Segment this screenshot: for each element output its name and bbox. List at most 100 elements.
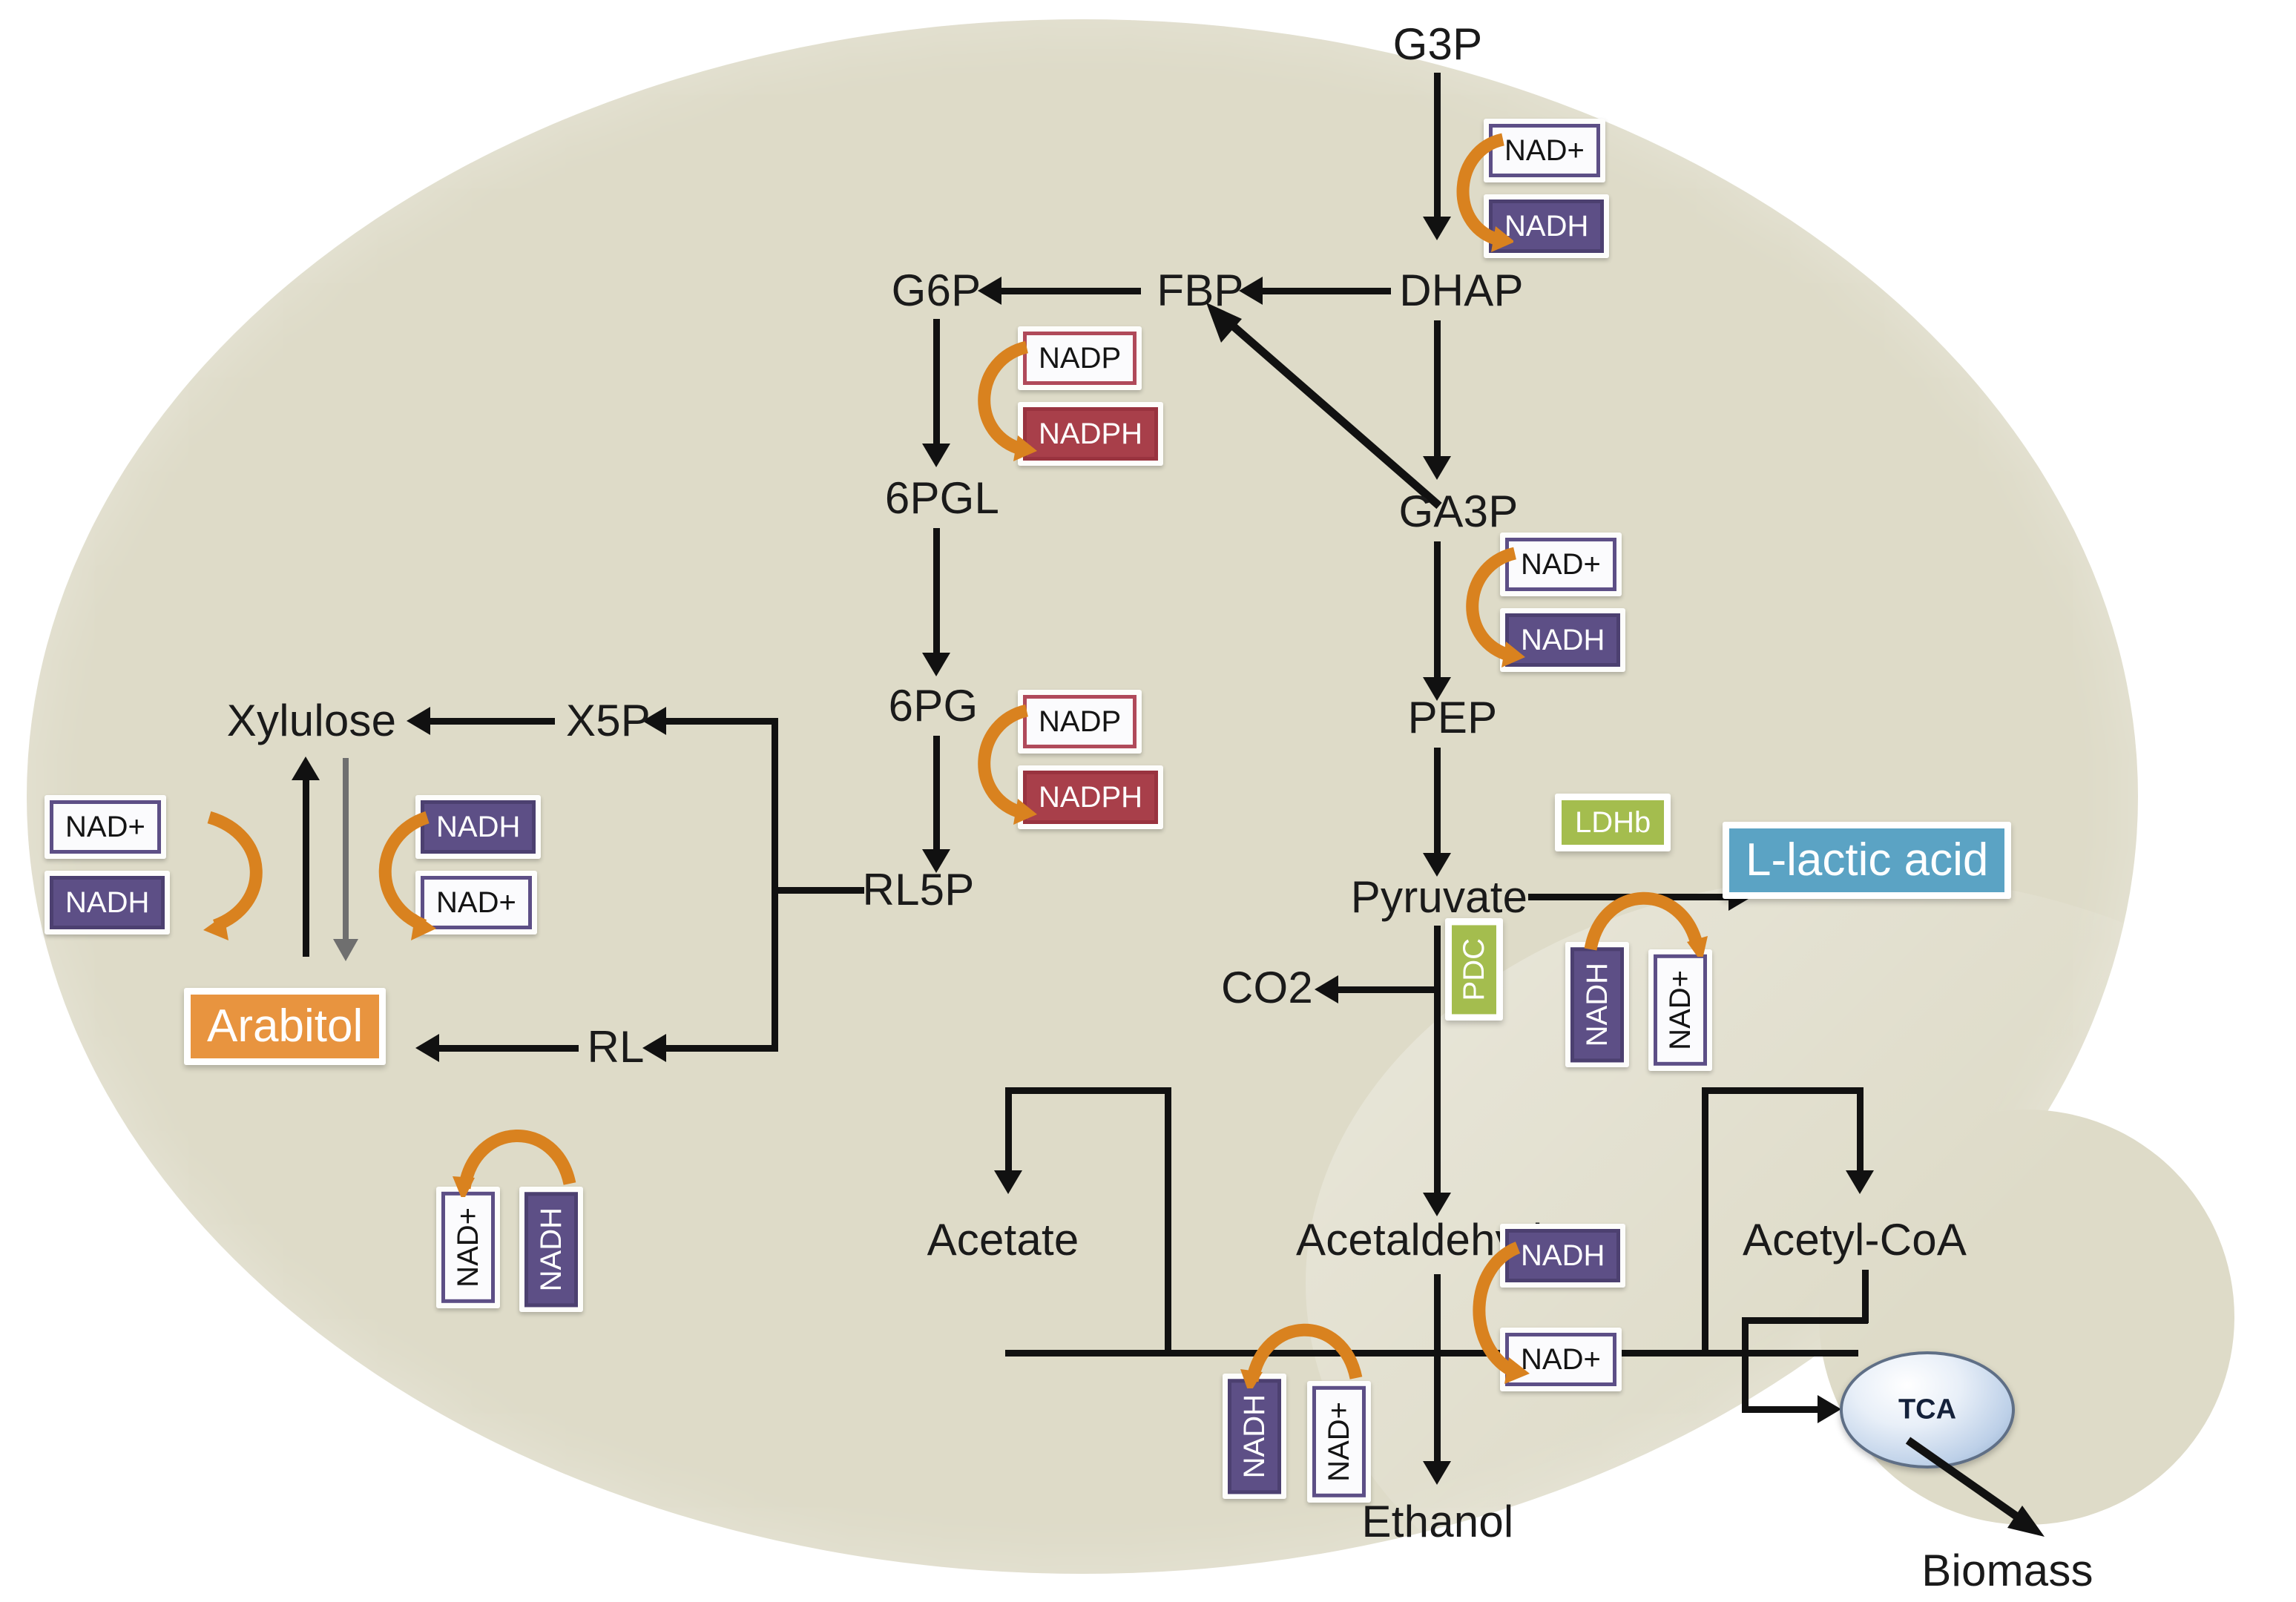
arrow-x5p-head xyxy=(642,707,666,735)
arrow-g3p-dhap-head xyxy=(1423,217,1451,240)
arrow-acetaldehyde-ethanol-shaft xyxy=(1434,1274,1441,1467)
tca-connector-across xyxy=(1742,1317,1868,1324)
arrow-acetylcoa-head xyxy=(1846,1170,1874,1194)
metabolite-co2: CO2 xyxy=(1221,963,1313,1012)
tca-connector-drop xyxy=(1742,1317,1749,1412)
cofactor-nad-plus-xylulose-left: NAD+ xyxy=(45,795,166,859)
arrow-xylulose-arabitol-shaft xyxy=(343,758,349,943)
metabolite-ethanol: Ethanol xyxy=(1361,1497,1514,1546)
acetate-drop xyxy=(1005,1087,1012,1176)
arrow-6pgl-6pg-head xyxy=(922,653,950,676)
rl5p-branch-trunk xyxy=(772,718,778,1052)
branch-to-rl xyxy=(664,1045,775,1052)
arrow-arabitol-xylulose-shaft xyxy=(303,779,309,957)
arrow-g6p-6pgl-shaft xyxy=(933,319,940,449)
co2-branch-riser xyxy=(1434,955,1441,992)
cofactor-nadh-rl: NADH xyxy=(519,1187,583,1313)
arrow-dhap-fbp-head xyxy=(1239,277,1263,305)
cofactor-curve-ga3p xyxy=(1466,547,1525,668)
arrow-xylulose-arabitol-head xyxy=(333,939,358,961)
cofactor-nad-plus-g3p: NAD+ xyxy=(1484,119,1605,182)
cofactor-nadh-xylulose-left: NADH xyxy=(45,871,171,934)
metabolite-ga3p: GA3P xyxy=(1398,487,1519,536)
metabolite-acetyl-coa: Acetyl-CoA xyxy=(1742,1215,1967,1265)
metabolite-pep: PEP xyxy=(1407,693,1498,742)
cofactor-nadp-6pg: NADP xyxy=(1018,690,1142,754)
cofactor-nad-plus-rl: NAD+ xyxy=(436,1187,500,1308)
cofactor-nadh-xylulose-right: NADH xyxy=(415,795,542,859)
metabolite-biomass: Biomass xyxy=(1921,1546,2093,1595)
acetate-riser xyxy=(1165,1090,1171,1356)
cofactor-curve-ethanol xyxy=(1473,1242,1530,1384)
cofactor-nad-plus-xylulose-right: NAD+ xyxy=(415,871,537,934)
arrow-rl-head xyxy=(642,1034,666,1062)
arrow-rl-arabitol-shaft xyxy=(438,1045,579,1052)
arrow-6pg-rl5p-head xyxy=(922,849,950,873)
arrow-co2-head xyxy=(1315,975,1338,1003)
cofactor-curve-6pg xyxy=(978,704,1037,825)
cofactor-curve-lactate xyxy=(1584,891,1708,957)
acetate-top-run xyxy=(1005,1087,1171,1094)
cofactor-nadh-acetate: NADH xyxy=(1223,1374,1286,1500)
acetylcoa-riser xyxy=(1702,1090,1708,1356)
metabolite-g3p: G3P xyxy=(1392,19,1483,69)
cofactor-nadp-g6p: NADP xyxy=(1018,326,1142,390)
cofactor-curve-xylulose-right xyxy=(378,811,436,940)
metabolite-6pg: 6PG xyxy=(888,681,978,731)
tca-label: TCA xyxy=(1898,1394,1957,1425)
cofactor-curve-g3p xyxy=(1456,133,1513,252)
arrow-arabitol-xylulose-head xyxy=(292,756,320,780)
metabolite-rl5p: RL5P xyxy=(862,865,975,914)
metabolite-acetate: Acetate xyxy=(927,1215,1079,1265)
arrow-dhap-ga3p-shaft xyxy=(1434,320,1441,461)
enzyme-pdc: PDC xyxy=(1445,918,1503,1021)
arrow-x5p-xylulose-shaft xyxy=(427,718,555,725)
metabolite-6pgl: 6PGL xyxy=(884,473,1000,523)
acetylcoa-top-run xyxy=(1702,1087,1864,1094)
arrow-fbp-g6p-head xyxy=(978,277,1001,305)
arrow-ga3p-pep-shaft xyxy=(1434,541,1441,682)
arrow-pyruvate-acetaldehyde-head xyxy=(1423,1193,1451,1216)
tca-connector-down xyxy=(1862,1270,1869,1323)
arrow-pyruvate-acetaldehyde-shaft xyxy=(1434,926,1441,1200)
product-arabitol: Arabitol xyxy=(184,988,386,1065)
arrow-fbp-g6p-shaft xyxy=(1000,288,1141,294)
metabolite-pyruvate: Pyruvate xyxy=(1350,872,1528,922)
arrow-tca-biomass xyxy=(1905,1437,2045,1537)
arrow-g3p-dhap-shaft xyxy=(1434,73,1441,221)
cofactor-nadh-ga3p: NADH xyxy=(1500,608,1626,672)
arrow-x5p-xylulose-head xyxy=(407,707,430,735)
cofactor-nadph-6pg: NADPH xyxy=(1018,765,1164,829)
arrow-rl-arabitol-head xyxy=(415,1034,439,1062)
acetaldehyde-bus xyxy=(1005,1350,1858,1357)
arrow-pep-pyruvate-head xyxy=(1423,853,1451,877)
metabolite-dhap: DHAP xyxy=(1399,266,1524,315)
cofactor-nad-plus-lactate: NAD+ xyxy=(1648,949,1712,1071)
arrow-6pg-rl5p-shaft xyxy=(933,736,940,854)
cofactor-curve-acetate xyxy=(1240,1323,1363,1388)
arrow-ga3p-pep-head xyxy=(1423,677,1451,701)
cofactor-nadph-g6p: NADPH xyxy=(1018,402,1164,466)
metabolite-g6p: G6P xyxy=(891,266,981,315)
arrow-g6p-6pgl-head xyxy=(922,444,950,467)
metabolite-fbp: FBP xyxy=(1157,266,1244,315)
cofactor-curve-g6p xyxy=(978,340,1037,461)
cofactor-curve-xylulose-left xyxy=(203,811,263,940)
arrow-pep-pyruvate-shaft xyxy=(1434,748,1441,859)
arrow-ga3p-fbp xyxy=(1206,303,1442,510)
tca-connector-in xyxy=(1742,1406,1823,1413)
cofactor-nad-plus-ethanol: NAD+ xyxy=(1500,1328,1622,1391)
metabolite-xylulose: Xylulose xyxy=(226,696,397,745)
acetylcoa-drop xyxy=(1857,1087,1864,1176)
arrow-co2-shaft xyxy=(1335,986,1439,993)
product-lactic-acid: L-lactic acid xyxy=(1723,822,2012,899)
arrow-6pgl-6pg-shaft xyxy=(933,528,940,658)
cofactor-nad-plus-ga3p: NAD+ xyxy=(1500,533,1622,596)
arrow-tca-head xyxy=(1818,1395,1841,1423)
cofactor-nad-plus-acetate: NAD+ xyxy=(1307,1381,1371,1503)
cofactor-nadh-ethanol: NADH xyxy=(1500,1224,1626,1288)
arrow-dhap-ga3p-head xyxy=(1423,456,1451,480)
arrow-acetate-head xyxy=(994,1170,1022,1194)
enzyme-ldhb: LDHb xyxy=(1555,794,1671,851)
